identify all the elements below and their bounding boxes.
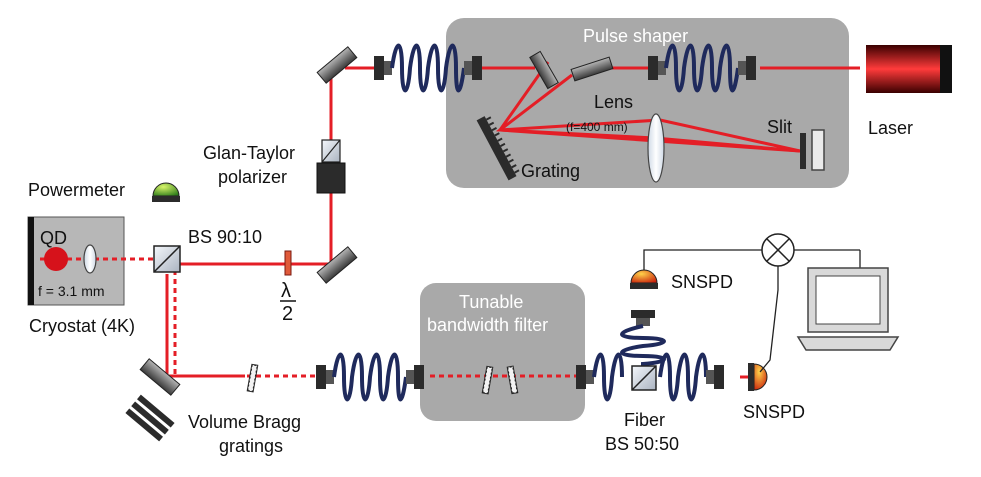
pulse-shaper-label: Pulse shaper	[583, 26, 688, 46]
mirror-bottom-left	[139, 358, 181, 396]
shaper-mirror-1	[529, 50, 559, 90]
vbg-stack	[125, 394, 175, 442]
tunable-grating-1	[481, 365, 494, 395]
powermeter	[152, 182, 180, 202]
waveplate-two: 2	[282, 303, 293, 325]
tunable-label-1: Tunable	[459, 292, 523, 312]
computer-icon	[796, 267, 900, 351]
mirror-mid-left	[316, 246, 358, 284]
objective-focal-label: f = 3.1 mm	[38, 283, 105, 299]
objective-lens	[83, 244, 97, 274]
shaper-mirror-2	[570, 56, 614, 82]
quantum-dot	[44, 247, 68, 271]
cryostat-label: Cryostat (4K)	[29, 316, 135, 336]
fiber-coil-vertical	[620, 310, 666, 368]
mirror-top-left	[316, 46, 358, 84]
fiber-bs-label-1: Fiber	[624, 410, 665, 430]
fiber-coil-bottom-out	[658, 352, 724, 402]
powermeter-label: Powermeter	[28, 180, 125, 200]
signal-wires	[643, 249, 861, 373]
snspd-top-label: SNSPD	[671, 272, 733, 292]
glan-taylor-polarizer	[316, 139, 346, 194]
fiber-coil-top-right	[648, 43, 756, 93]
glan-taylor-label-2: polarizer	[218, 167, 287, 187]
vbg-label-1: Volume Bragg	[188, 412, 301, 432]
fiber-coil-bottom-mid	[316, 352, 424, 402]
cryostat-box	[27, 216, 125, 306]
snspd-right-label: SNSPD	[743, 402, 805, 422]
qd-label: QD	[40, 228, 67, 248]
laser	[866, 45, 952, 93]
beam-paths	[165, 61, 860, 379]
beamsplitter-90-10	[153, 245, 181, 273]
fiber-coil-top-left	[374, 43, 482, 93]
vbg-label-2: gratings	[219, 436, 283, 456]
snspd-top	[630, 269, 658, 289]
snspd-right	[748, 363, 768, 391]
waveplate-lambda: λ	[281, 280, 291, 302]
grating-label: Grating	[521, 161, 580, 181]
tunable-filter-box	[420, 283, 585, 421]
bs-90-10-label: BS 90:10	[188, 227, 262, 247]
slit	[800, 129, 825, 171]
fiber-bs-label-2: BS 50:50	[605, 434, 679, 454]
correlator-icon	[761, 233, 795, 267]
half-waveplate	[284, 250, 292, 276]
glan-taylor-label-1: Glan-Taylor	[203, 143, 295, 163]
lens-focal-label: (f=400 mm)	[566, 120, 628, 134]
cryostat-cold-plate	[28, 217, 34, 305]
vbg-1	[246, 363, 259, 393]
diffraction-grating	[476, 116, 520, 181]
fiber-beamsplitter	[631, 365, 657, 391]
laser-label: Laser	[868, 118, 913, 138]
tunable-label-2: bandwidth filter	[427, 315, 548, 335]
tunable-grating-2	[506, 365, 519, 395]
slit-label: Slit	[767, 117, 792, 137]
shaper-lens	[647, 113, 665, 183]
lens-label: Lens	[594, 92, 633, 112]
fiber-coil-bottom-right	[576, 352, 624, 402]
